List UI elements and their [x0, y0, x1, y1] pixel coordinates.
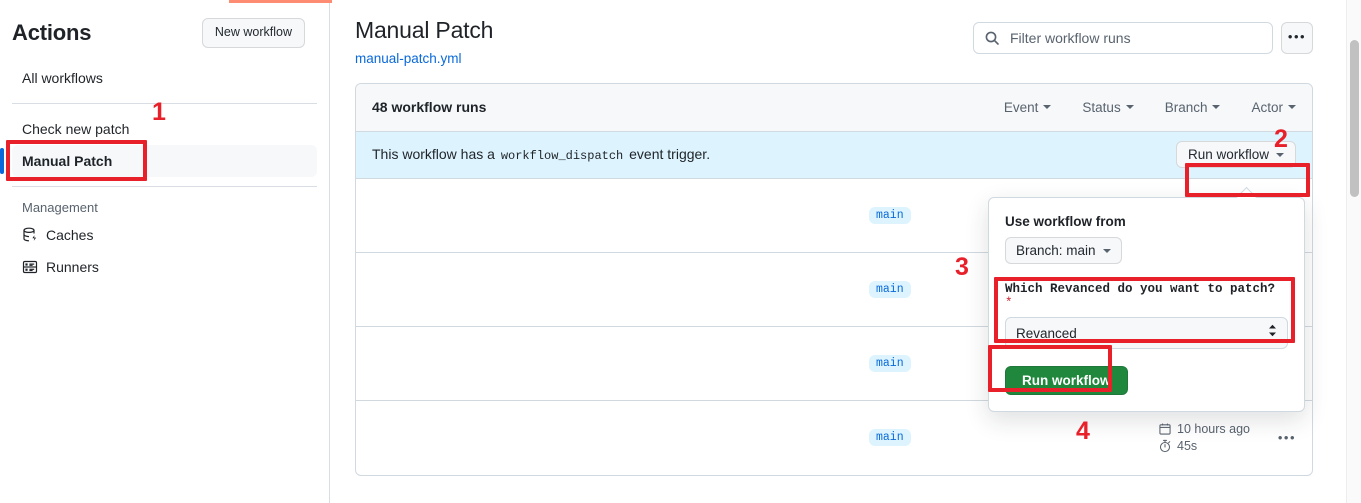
workflow-input-label: Which Revanced do you want to patch? *: [1005, 282, 1288, 310]
chevron-down-icon: [1212, 105, 1221, 110]
chevron-down-icon: [1043, 105, 1052, 110]
actions-sidebar: Actions New workflow All workflows Check…: [0, 0, 330, 503]
run-workflow-popover: Use workflow from Branch: main Which Rev…: [988, 197, 1305, 412]
table-row[interactable]: main 10 hours ago: [356, 401, 1312, 475]
scrollbar-thumb[interactable]: [1350, 40, 1359, 197]
branch-selector-label: Branch: main: [1016, 243, 1096, 258]
sidebar-item-manual-patch[interactable]: Manual Patch: [0, 144, 317, 177]
sidebar-item-caches[interactable]: Caches: [12, 219, 317, 251]
submit-run-workflow-button[interactable]: Run workflow: [1005, 366, 1128, 395]
sidebar-item-label: Check new patch: [22, 120, 130, 137]
sidebar-item-check-new-patch[interactable]: Check new patch: [12, 113, 317, 145]
filter-event-dropdown[interactable]: Event: [1004, 100, 1052, 115]
runs-toolbar: 48 workflow runs Event Status Branch: [356, 83, 1312, 132]
new-workflow-button[interactable]: New workflow: [201, 18, 305, 48]
search-input[interactable]: [1008, 29, 1262, 47]
dispatch-event-name: workflow_dispatch: [500, 149, 624, 164]
filter-workflow-runs-box[interactable]: [973, 22, 1273, 54]
chevron-down-icon: [1125, 105, 1134, 110]
run-duration: 45s: [1158, 439, 1197, 453]
filter-branch-dropdown[interactable]: Branch: [1165, 100, 1221, 115]
sidebar-divider-2: [12, 185, 317, 187]
run-duration-text: 45s: [1177, 439, 1198, 454]
filter-label: Branch: [1164, 99, 1208, 115]
run-timestamp: 10 hours ago: [1158, 422, 1250, 436]
workflow-input-label-text: Which Revanced do you want to patch?: [1005, 282, 1276, 296]
chevron-down-icon: [1102, 248, 1111, 253]
filter-status-dropdown[interactable]: Status: [1082, 99, 1134, 115]
header-actions: •••: [973, 22, 1313, 54]
calendar-icon: [1159, 423, 1171, 435]
sidebar-divider-1: [12, 102, 317, 104]
sidebar-item-label: Manual Patch: [22, 152, 113, 169]
chevron-down-icon: [1288, 105, 1296, 110]
workflow-header: Manual Patch manual-patch.yml •••: [331, 0, 1345, 66]
filter-actor-dropdown[interactable]: Actor: [1251, 100, 1296, 115]
sidebar-item-all-workflows[interactable]: All workflows: [12, 62, 317, 94]
run-timestamp-text: 10 hours ago: [1177, 422, 1250, 437]
branch-badge[interactable]: main: [869, 354, 911, 372]
runs-filter-group: Event Status Branch Actor: [1004, 100, 1296, 115]
table-row[interactable]: main: [356, 179, 1312, 253]
use-workflow-from-label: Use workflow from: [1005, 214, 1126, 229]
required-marker: *: [1005, 296, 1013, 310]
workflow-file-link[interactable]: manual-patch.yml: [355, 50, 462, 66]
filter-label: Status: [1082, 99, 1121, 115]
workflow-dispatch-notice: This workflow has a workflow_dispatch ev…: [356, 131, 1312, 179]
dispatch-suffix: event trigger.: [629, 146, 711, 163]
chevron-down-icon: [1276, 152, 1284, 157]
dispatch-notice-text: This workflow has a workflow_dispatch ev…: [372, 146, 710, 163]
filter-label: Event: [1003, 99, 1039, 115]
runs-count-label: 48 workflow runs: [372, 99, 487, 116]
sidebar-item-label: All workflows: [22, 69, 103, 86]
cache-icon: [22, 227, 38, 243]
branch-badge[interactable]: main: [869, 206, 911, 224]
workflow-input-select-wrap: Revanced: [1005, 317, 1288, 349]
workflow-title-block: Manual Patch manual-patch.yml: [355, 16, 493, 66]
sidebar-section-management: Management: [22, 199, 98, 215]
sidebar-header: Actions New workflow: [0, 0, 329, 54]
header-kebab-menu-button[interactable]: •••: [1281, 22, 1313, 54]
sidebar-item-label: Caches: [46, 226, 94, 243]
right-edge-spacer: [1331, 0, 1346, 503]
filter-label: Actor: [1251, 99, 1283, 115]
branch-badge[interactable]: main: [869, 280, 911, 298]
revanced-select[interactable]: Revanced: [1005, 317, 1288, 349]
stopwatch-icon: [1159, 440, 1171, 453]
sidebar-item-label: Runners: [46, 258, 99, 275]
row-kebab-menu-button[interactable]: •••: [1277, 430, 1296, 446]
run-meta: 10 hours ago 45s: [1158, 422, 1250, 453]
workflow-input-group: Which Revanced do you want to patch? * R…: [1005, 282, 1288, 349]
branch-badge[interactable]: main: [869, 429, 911, 447]
page-scrollbar[interactable]: [1346, 0, 1361, 503]
sidebar-title: Actions: [12, 19, 92, 45]
run-workflow-dropdown-button[interactable]: Run workflow: [1175, 141, 1296, 169]
table-row[interactable]: main: [356, 253, 1312, 327]
server-icon: [22, 259, 38, 275]
page-title: Manual Patch: [355, 17, 494, 43]
dispatch-prefix: This workflow has a: [372, 146, 495, 163]
sidebar-item-runners[interactable]: Runners: [12, 251, 317, 283]
branch-selector-button[interactable]: Branch: main: [1005, 237, 1122, 264]
sidebar-workflow-list: All workflows Check new patch Manual Pat…: [0, 62, 329, 283]
page-loading-bar: [229, 0, 332, 3]
search-icon: [984, 30, 1000, 46]
run-workflow-button-label: Run workflow: [1187, 147, 1269, 163]
